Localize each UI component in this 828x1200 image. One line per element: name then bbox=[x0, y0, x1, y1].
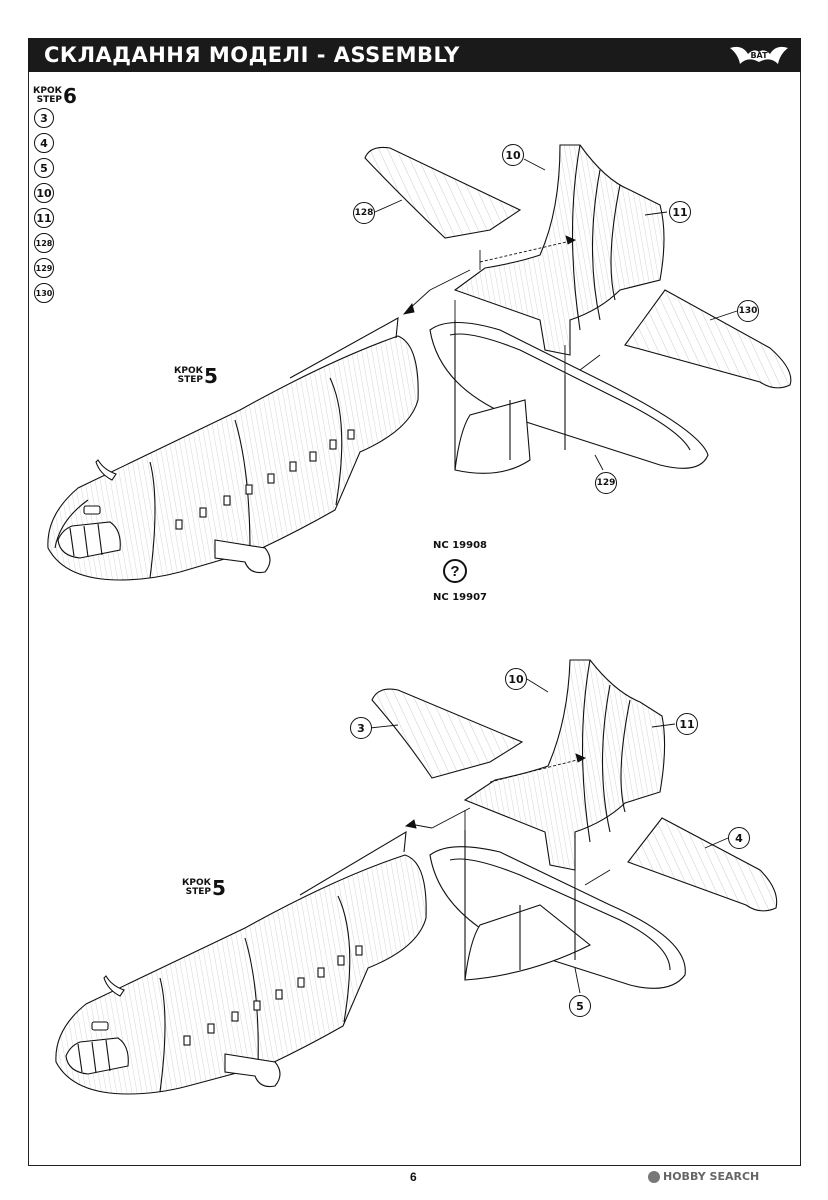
upper-stab-left bbox=[364, 146, 522, 239]
callout-part-129: 129 bbox=[595, 472, 617, 494]
lower-step-5-label: КРОК STEP 5 bbox=[182, 876, 226, 900]
callout-part-130: 130 bbox=[737, 300, 759, 322]
step-krok-text: КРОК bbox=[33, 86, 62, 96]
variant-bottom-label: NC 19907 bbox=[433, 592, 487, 603]
lower-stab-right bbox=[627, 817, 778, 912]
step-step-text: STEP bbox=[36, 95, 62, 105]
upper-assembly-diagram bbox=[47, 144, 792, 581]
lower-assembly-diagram bbox=[55, 659, 778, 1095]
variant-question-icon: ? bbox=[443, 559, 467, 583]
step-number: 5 bbox=[203, 364, 218, 388]
part-10: 10 bbox=[34, 183, 54, 203]
callout-leaders bbox=[369, 158, 738, 994]
step-krok-text: КРОК bbox=[182, 878, 211, 888]
watermark: HOBBY SEARCH bbox=[648, 1170, 759, 1183]
callout-part-3: 3 bbox=[350, 717, 372, 739]
step-number: 6 bbox=[62, 84, 77, 108]
step-step-text: STEP bbox=[185, 887, 211, 897]
header-bar bbox=[28, 38, 801, 72]
part-130: 130 bbox=[34, 283, 54, 303]
lower-fuselage bbox=[55, 830, 427, 1095]
watermark-text: HOBBY SEARCH bbox=[663, 1170, 760, 1183]
callout-part-10: 10 bbox=[505, 668, 527, 690]
page-number: 6 bbox=[410, 1170, 417, 1184]
callout-part-11: 11 bbox=[676, 713, 698, 735]
parts-list: 3 4 5 10 11 128 129 130 bbox=[34, 108, 54, 308]
page-title: СКЛАДАННЯ МОДЕЛІ - ASSEMBLY bbox=[44, 43, 460, 67]
logo-text: BAT bbox=[750, 51, 768, 60]
part-5: 5 bbox=[34, 158, 54, 178]
lower-stab-left bbox=[371, 688, 524, 779]
part-128: 128 bbox=[34, 233, 54, 253]
lower-tail-cone bbox=[429, 659, 686, 989]
upper-tail-cone bbox=[429, 144, 709, 474]
step-6-label: КРОК STEP 6 bbox=[33, 84, 77, 108]
part-4: 4 bbox=[34, 133, 54, 153]
variant-top-label: NC 19908 bbox=[433, 540, 487, 551]
step-number: 5 bbox=[211, 876, 226, 900]
callout-part-128: 128 bbox=[353, 202, 375, 224]
upper-fuselage bbox=[47, 317, 419, 581]
upper-stab-right bbox=[624, 289, 792, 389]
bat-logo-icon: BAT bbox=[730, 46, 788, 64]
callout-part-4: 4 bbox=[728, 827, 750, 849]
part-3: 3 bbox=[34, 108, 54, 128]
callout-part-11: 11 bbox=[669, 201, 691, 223]
callout-part-5: 5 bbox=[569, 995, 591, 1017]
callout-part-10: 10 bbox=[502, 144, 524, 166]
step-step-text: STEP bbox=[177, 375, 203, 385]
step-krok-text: КРОК bbox=[174, 366, 203, 376]
part-11: 11 bbox=[34, 208, 54, 228]
hobby-search-logo-icon bbox=[648, 1170, 660, 1183]
upper-step-5-label: КРОК STEP 5 bbox=[174, 364, 218, 388]
part-129: 129 bbox=[34, 258, 54, 278]
